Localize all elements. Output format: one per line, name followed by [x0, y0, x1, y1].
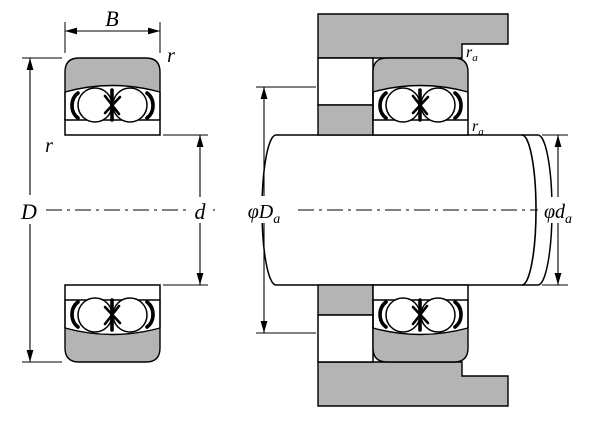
- dimension-housing-abutment-Da: φDa: [243, 86, 316, 334]
- housing-shoulder-block: [317, 104, 374, 136]
- label-housing-fillet-ra: ra: [466, 44, 478, 64]
- mounted-bearing-view: ra ra φDa φda: [243, 13, 578, 407]
- extension-line: [64, 22, 161, 53]
- housing-recess: [317, 57, 374, 106]
- label-mask: [243, 196, 286, 223]
- label-width-B: B: [105, 6, 118, 31]
- label-shaft-abutment-da: φda: [544, 201, 572, 227]
- dimension-width-B: B: [64, 6, 161, 53]
- dimension-shaft-abutment-da: φda: [538, 134, 578, 286]
- label-mask: [187, 197, 213, 223]
- label-housing-abutment-Da: φDa: [248, 201, 281, 227]
- housing-bottom-bar: [317, 361, 509, 407]
- dimension-outer-diameter-D: D: [15, 57, 62, 363]
- housing-top-bar: [317, 13, 509, 59]
- bearing-section-view: B r r D d: [15, 6, 218, 363]
- housing: [317, 13, 509, 407]
- label-inner-corner-radius: r: [45, 135, 53, 157]
- label-bore-d: d: [195, 199, 207, 224]
- housing-shoulder-block: [317, 284, 374, 316]
- label-shaft-fillet-ra: ra: [472, 118, 484, 138]
- label-outer-corner-radius: r: [167, 45, 175, 67]
- label-mask: [15, 195, 44, 224]
- label-mask: [538, 197, 578, 223]
- dimension-bore-d: d: [163, 134, 213, 286]
- label-outer-diameter-D: D: [20, 199, 37, 224]
- housing-recess: [317, 314, 374, 363]
